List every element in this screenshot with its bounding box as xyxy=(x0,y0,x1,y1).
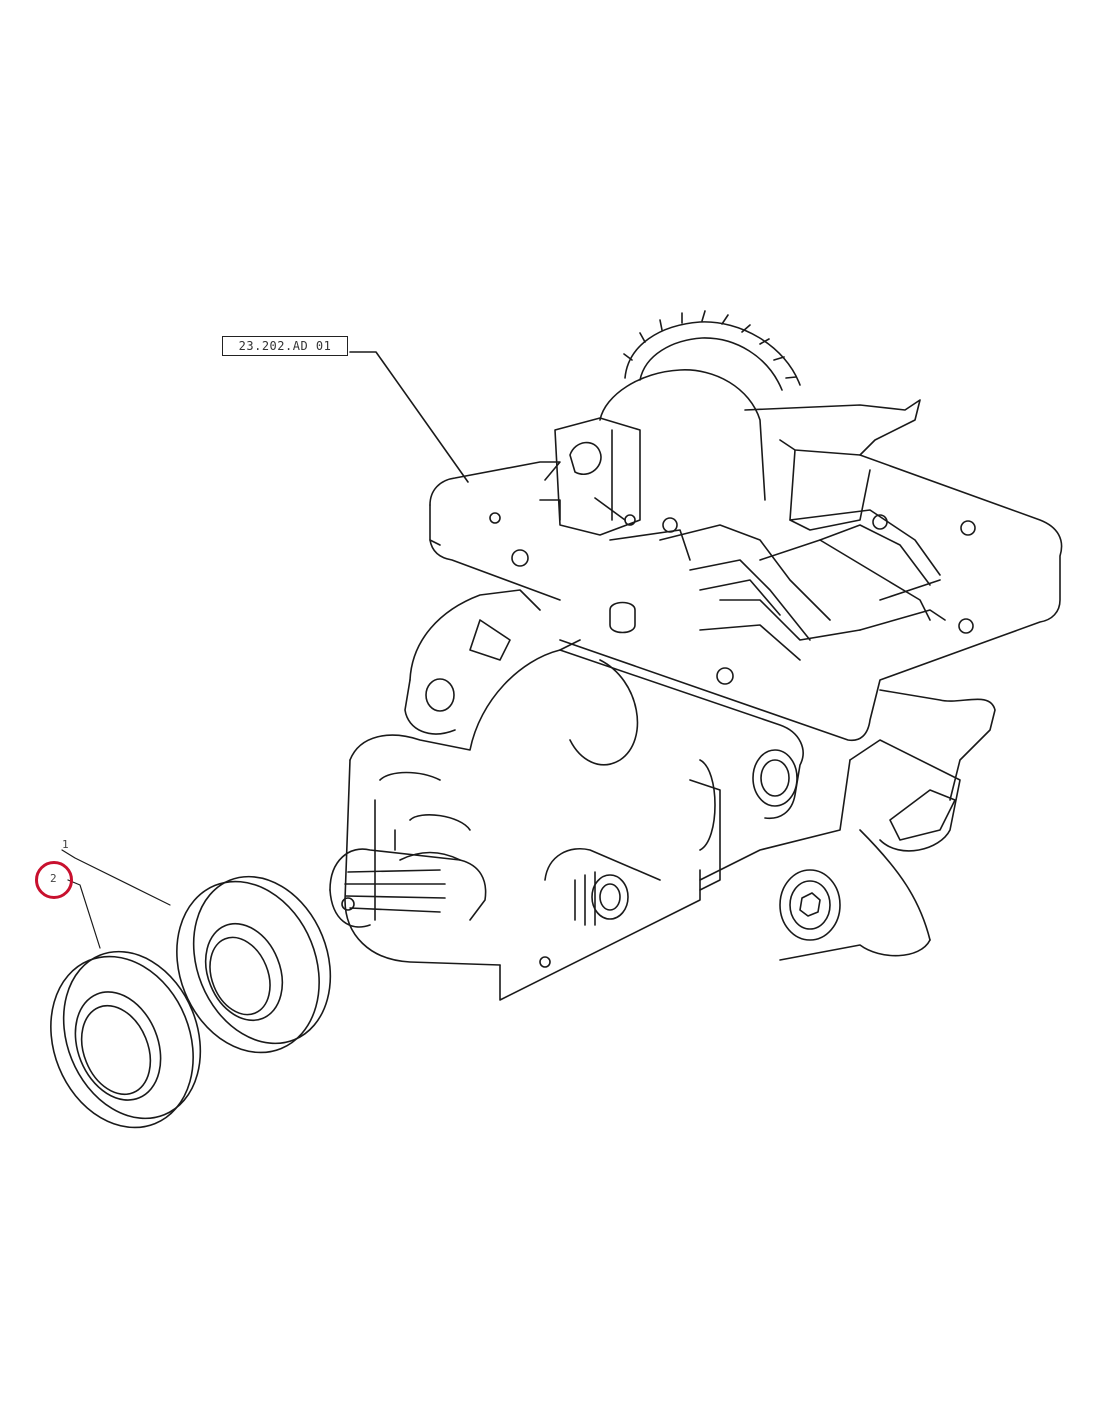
reference-label[interactable]: 23.202.AD 01 xyxy=(222,336,348,356)
top-gear xyxy=(623,310,801,391)
highlight-circle xyxy=(35,861,73,899)
pump-body xyxy=(344,639,851,1001)
right-housing xyxy=(779,689,996,961)
oil-seal-rear xyxy=(176,875,332,1054)
port-fitting xyxy=(544,779,721,926)
shift-rail-comb xyxy=(659,509,946,661)
hex-plug xyxy=(779,869,841,941)
callout-leaders xyxy=(61,849,171,949)
control-housing xyxy=(539,369,921,561)
mounting-plate xyxy=(429,454,1063,742)
splined-shaft xyxy=(329,814,487,928)
oil-seal-front xyxy=(50,950,202,1129)
reference-leader-line xyxy=(349,351,469,483)
callout-number-1: 1 xyxy=(62,838,69,851)
left-lug xyxy=(404,589,541,735)
